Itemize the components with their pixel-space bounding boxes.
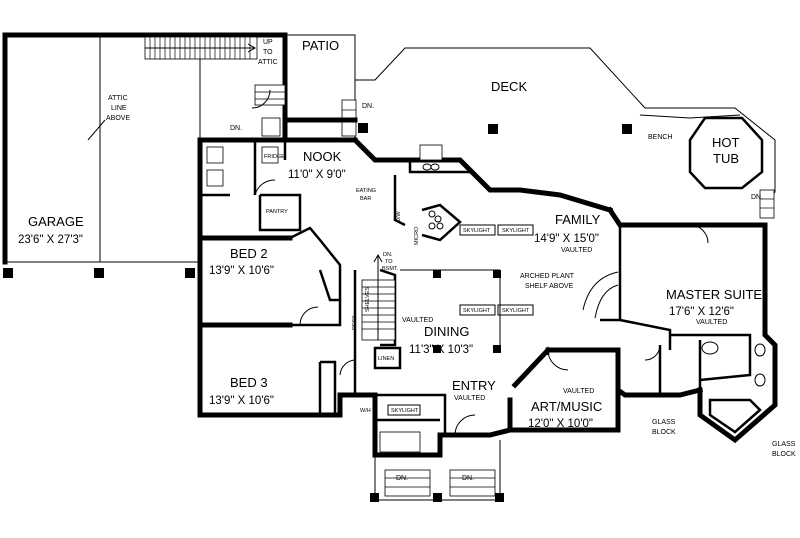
column [493, 270, 501, 278]
garage-post [185, 268, 195, 278]
bench-label: BENCH [648, 134, 673, 141]
dn-bsmt-3: BSMT. [382, 266, 399, 272]
nook-label: NOOK [303, 149, 342, 164]
attic-stairs [144, 36, 258, 60]
deck-post [622, 124, 632, 134]
arched-plant-1: ARCHED PLANT [520, 273, 575, 280]
garage-dim: 23'6" X 27'3" [18, 234, 83, 246]
dw-label: D/W [396, 211, 402, 223]
skylight-1: SKYLIGHT [463, 228, 491, 234]
dn-bsmt-1: DN. [383, 252, 393, 258]
hot-tub-shape [688, 116, 764, 190]
skylight-3: SKYLIGHT [463, 308, 491, 314]
dn-label-garage: DN. [230, 125, 242, 132]
family-dim: 14'9" X 15'0" [534, 233, 599, 245]
bed3-dim: 13'9" X 10'6" [209, 395, 274, 407]
wh-label: W/H [360, 408, 371, 414]
eating-bar-1: EATING [356, 188, 376, 194]
nook-dim: 11'0" X 9'0" [288, 169, 346, 181]
dn-label-right: DN. [751, 194, 763, 201]
glass-block-1b: BLOCK [652, 429, 676, 436]
fridge-label: FRIDGE [264, 154, 285, 160]
entry-label: ENTRY [452, 378, 496, 393]
deck-post [488, 124, 498, 134]
art-note: VAULTED [563, 388, 594, 395]
glass-block-1a: GLASS [652, 419, 676, 426]
family-label: FAMILY [555, 212, 601, 227]
dining-note: VAULTED [402, 317, 433, 324]
art-dim: 12'0" X 10'0" [528, 418, 593, 430]
bed2-label: BED 2 [230, 246, 268, 261]
skylight-5: SKYLIGHT [391, 408, 419, 414]
eating-bar-2: BAR [360, 196, 371, 202]
up-to-attic-1: UP [263, 39, 273, 46]
attic-line-2: LINE [111, 105, 127, 112]
column [433, 345, 441, 353]
deck-label: DECK [491, 79, 527, 94]
porch-post [370, 493, 379, 502]
skylight-2: SKYLIGHT [502, 228, 530, 234]
up-to-attic-3: ATTIC [258, 59, 278, 66]
garage-label: GARAGE [28, 214, 84, 229]
column [433, 270, 441, 278]
family-note: VAULTED [561, 247, 592, 254]
micro-label: MICRO [414, 226, 420, 245]
dining-label: DINING [424, 324, 470, 339]
desk-label: DESK [352, 315, 358, 330]
master-label: MASTER SUITE [666, 287, 762, 302]
interior-walls [200, 89, 766, 453]
attic-line-3: ABOVE [106, 115, 130, 122]
bed2-dim: 13'9" X 10'6" [209, 265, 274, 277]
master-note: VAULTED [696, 319, 727, 326]
dn-bsmt-2: TO [385, 259, 393, 265]
hot-tub-label-1: HOT [712, 135, 740, 150]
attic-line-1: ATTIC [108, 95, 128, 102]
patio-label: PATIO [302, 38, 339, 53]
bed3-label: BED 3 [230, 375, 268, 390]
glass-block-2b: BLOCK [772, 451, 796, 458]
entry-note: VAULTED [454, 395, 485, 402]
dn-label-deck: DN. [362, 103, 374, 110]
dn-label-porch-2: DN. [462, 475, 474, 482]
dn-label-porch-1: DN. [396, 475, 408, 482]
porch-post [433, 493, 442, 502]
deck-post [358, 123, 368, 133]
dining-dim: 11'3" X 10'3" [409, 344, 473, 356]
master-dim: 17'6" X 12'6" [669, 306, 734, 318]
pantry-label: PANTRY [266, 209, 288, 215]
art-label: ART/MUSIC [531, 399, 602, 414]
linen-label: LINEN [378, 356, 394, 362]
garage-post [94, 268, 104, 278]
up-to-attic-2: TO [263, 49, 273, 56]
garage-post [3, 268, 13, 278]
shelves-label: SHELVES [365, 287, 371, 312]
porch-post [495, 493, 504, 502]
glass-block-2a: GLASS [772, 441, 796, 448]
hot-tub-label-2: TUB [713, 151, 739, 166]
arched-plant-2: SHELF ABOVE [525, 283, 574, 290]
column [493, 345, 501, 353]
skylight-4: SKYLIGHT [502, 308, 530, 314]
